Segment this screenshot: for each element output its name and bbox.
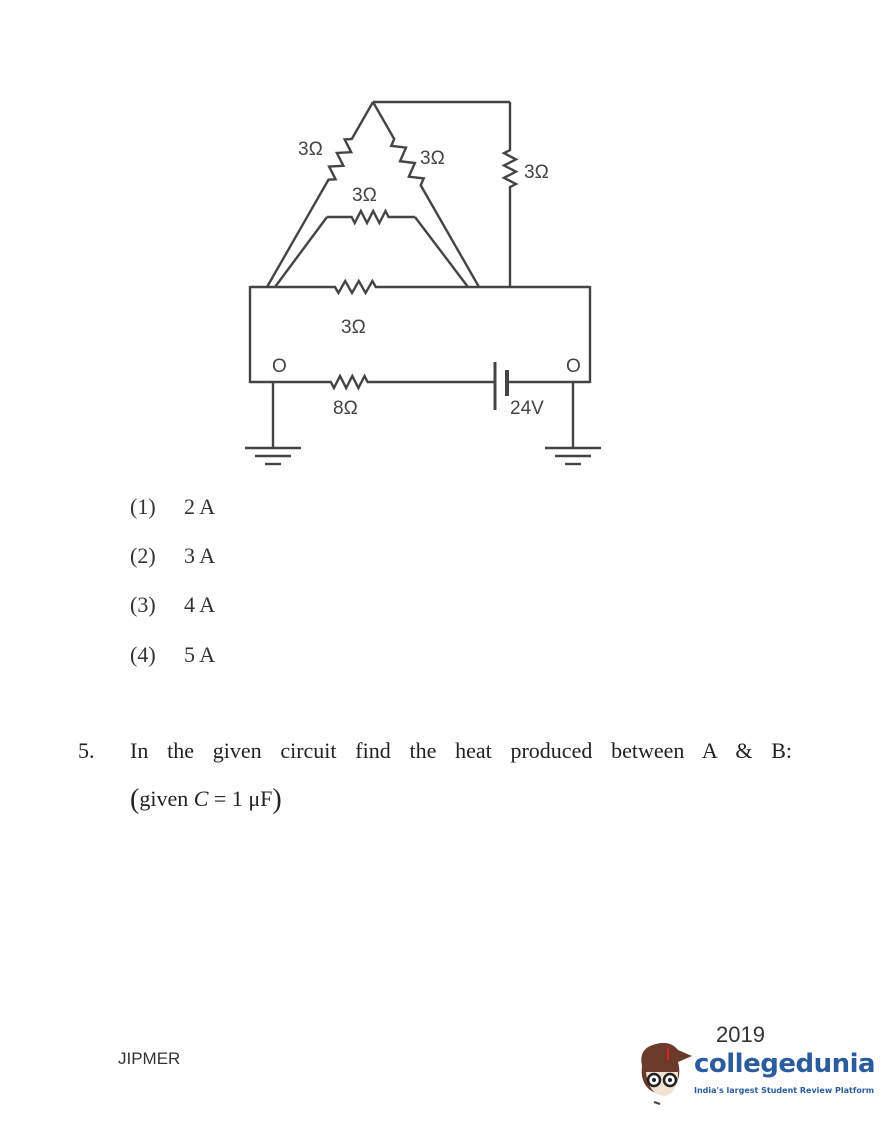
option-number: (1) (130, 494, 156, 519)
label-r-right-diag: 3Ω (420, 148, 445, 169)
option-number: (4) (130, 642, 156, 667)
label-r-box-top: 3Ω (341, 317, 366, 338)
label-r-inner: 3Ω (352, 185, 377, 206)
option-4: (4) 5 A (130, 642, 215, 668)
option-number: (3) (130, 592, 156, 617)
question-number: 5. (78, 738, 95, 763)
resistor-box-top (250, 278, 590, 296)
collegedunia-logo: 2019 collegedunia India's largest Studen… (634, 1024, 876, 1110)
given-var: C (193, 786, 209, 811)
resistor-left-diag (265, 101, 375, 288)
wire (274, 216, 328, 288)
question-given: (given C = 1 μF) (130, 784, 282, 816)
option-text: 2 A (184, 494, 216, 519)
circuit-diagram: 3Ω 3Ω 3Ω 3Ω 3Ω 8Ω 24V O O (245, 100, 601, 466)
wire (414, 216, 469, 288)
exam-name: JIPMER (118, 1049, 181, 1068)
option-2: (2) 3 A (130, 543, 215, 569)
mascot-icon (641, 1042, 692, 1105)
option-1: (1) 2 A (130, 494, 215, 520)
resistor-bottom (250, 373, 495, 391)
resistor-right-vertical (501, 102, 519, 287)
option-text: 5 A (184, 642, 216, 667)
resistor-right-diag (371, 101, 481, 288)
terminal-b: O (566, 356, 581, 377)
option-3: (3) 4 A (130, 592, 215, 618)
exam-year: 2019 (716, 1022, 765, 1047)
logo-name: collegedunia (694, 1049, 876, 1079)
given-text: given (139, 786, 194, 811)
label-r-bottom: 8Ω (333, 398, 358, 419)
logo-tagline: India's largest Student Review Platform (694, 1086, 875, 1095)
option-number: (2) (130, 543, 156, 568)
label-r-right-vertical: 3Ω (524, 162, 549, 183)
label-r-left-diag: 3Ω (298, 139, 323, 160)
given-value: = 1 μF (208, 786, 273, 811)
label-battery: 24V (510, 398, 544, 419)
option-text: 4 A (184, 592, 216, 617)
resistor-inner (327, 208, 415, 226)
paren-open: ( (130, 784, 140, 815)
terminal-a: O (272, 356, 287, 377)
option-text: 3 A (184, 543, 216, 568)
paren-close: ) (272, 784, 282, 815)
question-text: In the given circuit find the heat produ… (130, 738, 792, 763)
